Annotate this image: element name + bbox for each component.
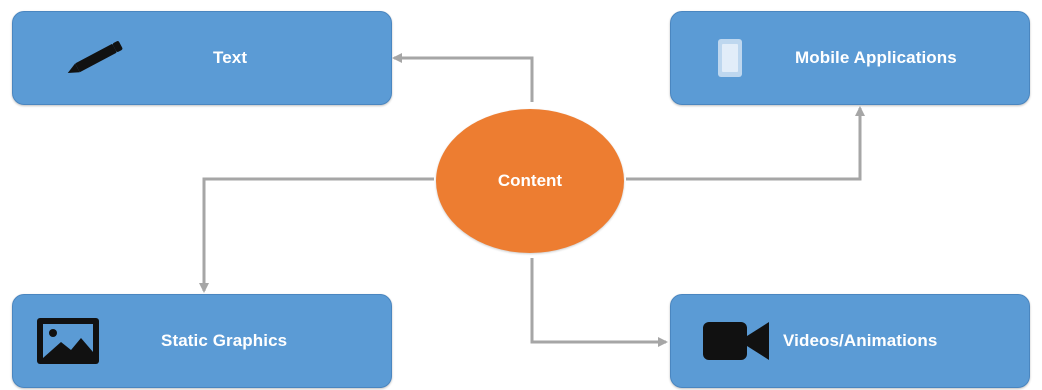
node-content: Content [436, 109, 624, 253]
node-videos-animations-label: Videos/Animations [783, 331, 938, 350]
image-icon [37, 318, 99, 364]
node-content-label: Content [497, 171, 563, 190]
connector-to-text [392, 53, 534, 102]
connector-to-video [530, 258, 668, 347]
video-camera-icon [703, 322, 769, 360]
node-static-graphics: Static Graphics [12, 294, 392, 388]
node-videos-animations: Videos/Animations [670, 294, 1030, 388]
connector-to-mobile [626, 106, 865, 181]
node-text-label: Text [213, 48, 248, 67]
connector-to-static [199, 177, 434, 293]
tablet-icon [718, 39, 742, 77]
node-mobile-applications-label: Mobile Applications [795, 48, 957, 67]
node-text: Text [12, 11, 392, 105]
node-static-graphics-label: Static Graphics [161, 331, 288, 350]
pencil-icon [67, 41, 123, 74]
node-mobile-applications: Mobile Applications [670, 11, 1030, 105]
